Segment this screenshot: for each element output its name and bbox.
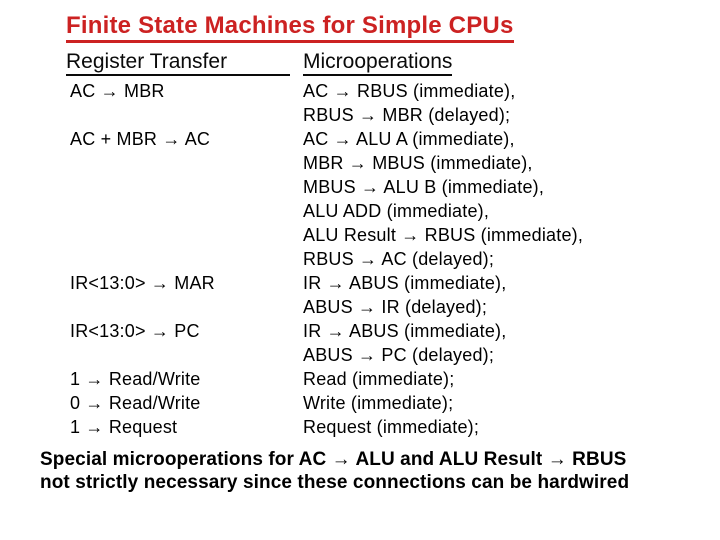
register-transfer-cell: 0 → Read/Write: [70, 393, 201, 413]
microoperations-header: Microoperations: [303, 51, 453, 76]
microoperation-cell: MBR → MBUS (immediate),: [303, 153, 533, 173]
microoperation-cell: AC → ALU A (immediate),: [303, 129, 515, 149]
rt-row: 1 → Read/Write Read (immediate);: [70, 367, 710, 391]
rt-row: RBUS → AC (delayed);: [70, 247, 710, 271]
register-transfer-cell: 1 → Request: [70, 417, 178, 437]
rt-row: ABUS → PC (delayed);: [70, 343, 710, 367]
microoperation-cell: Read (immediate);: [303, 369, 455, 389]
microoperation-cell: IR → ABUS (immediate),: [303, 273, 507, 293]
microoperation-cell: Write (immediate);: [303, 393, 454, 413]
slide-title: Finite State Machines for Simple CPUs: [66, 13, 514, 43]
microoperation-cell: AC → RBUS (immediate),: [303, 81, 516, 101]
rt-row: AC → MBR AC → RBUS (immediate),: [70, 79, 710, 103]
rt-row: MBUS → ALU B (immediate),: [70, 175, 710, 199]
microoperation-cell: ABUS → IR (delayed);: [303, 297, 488, 317]
register-transfer-cell: AC + MBR → AC: [70, 129, 211, 149]
microoperation-cell: IR → ABUS (immediate),: [303, 321, 507, 341]
footer-note: Special microoperations for AC → ALU and…: [40, 448, 700, 494]
register-transfer-cell: 1 → Read/Write: [70, 369, 201, 389]
microoperation-cell: RBUS → MBR (delayed);: [303, 105, 511, 125]
microoperation-cell: ALU ADD (immediate),: [303, 201, 490, 221]
rt-row: 0 → Read/Write Write (immediate);: [70, 391, 710, 415]
footer-note-line1: Special microoperations for AC → ALU and…: [40, 449, 627, 470]
register-transfer-cell: IR<13:0> → MAR: [70, 273, 215, 293]
rt-row: IR<13:0> → MAR IR → ABUS (immediate),: [70, 271, 710, 295]
rt-row: AC + MBR → AC AC → ALU A (immediate),: [70, 127, 710, 151]
rt-row: ALU ADD (immediate),: [70, 199, 710, 223]
rt-row: 1 → Request Request (immediate);: [70, 415, 710, 439]
footer-note-line2: not strictly necessary since these conne…: [40, 472, 630, 493]
register-transfer-header: Register Transfer: [66, 51, 290, 76]
microoperation-cell: MBUS → ALU B (immediate),: [303, 177, 545, 197]
rt-row: ABUS → IR (delayed);: [70, 295, 710, 319]
rt-row: MBR → MBUS (immediate),: [70, 151, 710, 175]
microoperation-cell: ALU Result → RBUS (immediate),: [303, 225, 584, 245]
microoperation-cell: RBUS → AC (delayed);: [303, 249, 495, 269]
rt-table-body: AC → MBR AC → RBUS (immediate), RBUS → MBR…: [70, 79, 710, 439]
rt-row: ALU Result → RBUS (immediate),: [70, 223, 710, 247]
microoperation-cell: Request (immediate);: [303, 417, 480, 437]
register-transfer-cell: IR<13:0> → PC: [70, 321, 200, 341]
register-transfer-cell: AC → MBR: [70, 81, 165, 101]
microoperation-cell: ABUS → PC (delayed);: [303, 345, 495, 365]
rt-row: IR<13:0> → PC IR → ABUS (immediate),: [70, 319, 710, 343]
rt-row: RBUS → MBR (delayed);: [70, 103, 710, 127]
